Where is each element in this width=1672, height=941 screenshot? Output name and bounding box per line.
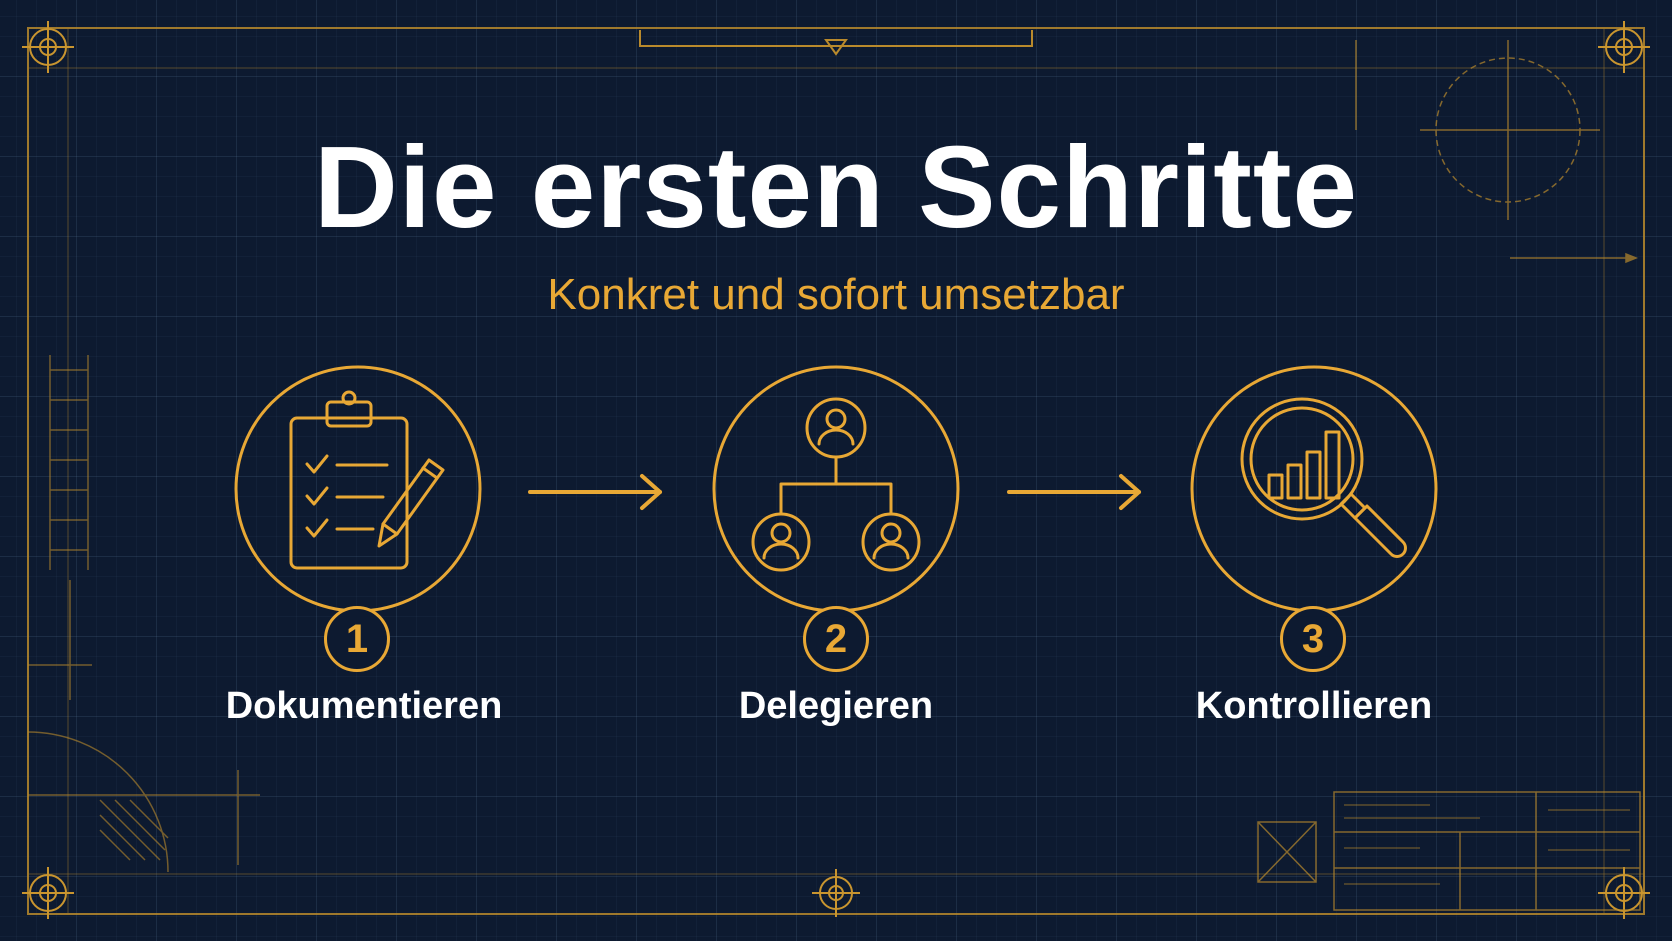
step-label-dokumentieren: Dokumentieren [225,685,503,727]
step-number-badge: 2 [803,606,869,672]
org-chart-people-icon [712,365,960,613]
step-number-badge: 1 [324,606,390,672]
bottom-center-target-icon [812,869,860,917]
arrow-right-icon [1007,474,1141,510]
corner-target-icon [22,21,74,73]
corner-target-icon [22,867,74,919]
clipboard-checklist-pencil-icon [234,365,482,613]
magnifier-bar-chart-icon [1190,365,1438,613]
corner-target-icon [1598,867,1650,919]
step-label-delegieren: Delegieren [738,685,934,727]
slide-title: Die ersten Schritte [313,122,1359,252]
step-label-kontrollieren: Kontrollieren [1195,685,1433,727]
corner-target-icon [1598,21,1650,73]
arrow-right-icon [528,474,662,510]
slide-subtitle: Konkret und sofort umsetzbar [547,270,1125,319]
step-number-badge: 3 [1280,606,1346,672]
